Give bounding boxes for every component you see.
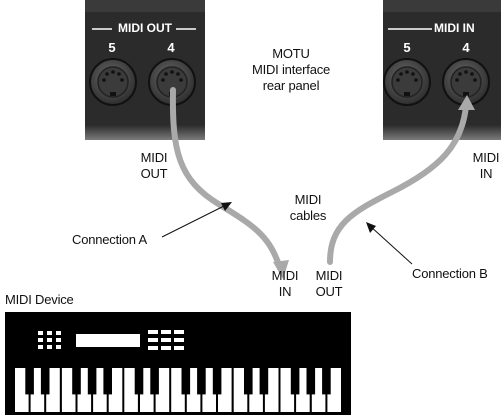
white-key: [327, 368, 341, 412]
midi-keyboard: [5, 312, 351, 415]
white-key: [155, 368, 170, 412]
white-key: [264, 368, 279, 412]
cable-b-arrowhead: [458, 95, 475, 110]
right-port-number-5: 5: [403, 40, 410, 55]
left-midi-port-5: [89, 58, 137, 106]
white-key: [186, 368, 201, 412]
device-midi-in-line1: MIDI: [271, 268, 299, 283]
device-midi-out-label: MIDI OUT: [311, 268, 347, 300]
black-key: [87, 368, 97, 395]
black-key: [212, 368, 222, 395]
black-key: [244, 368, 253, 395]
black-key: [259, 368, 269, 395]
left-port-label: MIDI OUT: [134, 150, 174, 182]
black-key: [72, 368, 81, 395]
right-midi-port-4: [442, 58, 490, 106]
left-port-label-line2: OUT: [140, 166, 168, 181]
device-midi-out-line2: OUT: [315, 284, 343, 299]
white-key: [61, 368, 76, 412]
black-key: [197, 368, 206, 395]
black-key: [306, 368, 316, 395]
black-key: [40, 368, 50, 395]
white-key: [249, 368, 263, 412]
white-key: [311, 368, 326, 412]
left-port-number-4: 4: [167, 40, 175, 55]
keyboard-button-grid-left: [38, 331, 61, 349]
connection-b-pointer-head: [366, 222, 376, 233]
interface-label-line2: MIDI interface: [251, 62, 331, 77]
black-key: [103, 368, 112, 395]
connection-b-label: Connection B: [412, 266, 488, 281]
connection-b-pointer: [369, 225, 413, 265]
white-key: [171, 368, 185, 412]
device-midi-in-label: MIDI IN: [268, 268, 302, 300]
connection-a-pointer: [161, 203, 229, 238]
interface-label: MOTU MIDI interface rear panel: [246, 46, 336, 94]
white-key: [77, 368, 92, 412]
white-key: [280, 368, 295, 412]
device-midi-in-line2: IN: [278, 284, 292, 299]
connection-a-pointer-head: [221, 202, 232, 211]
white-key: [296, 368, 310, 412]
right-port-label: MIDI IN: [466, 150, 501, 182]
left-port-number-5: 5: [108, 40, 115, 55]
cables-label-line2: cables: [289, 208, 327, 223]
interface-label-line1: MOTU: [272, 46, 310, 61]
cables-label: MIDI cables: [283, 192, 333, 224]
left-panel-header: MIDI OUT: [118, 21, 173, 35]
right-port-label-line2: IN: [479, 166, 493, 181]
white-key: [93, 368, 107, 412]
black-key: [322, 368, 331, 395]
white-key: [108, 368, 123, 412]
white-key: [30, 368, 45, 412]
cables-label-line1: MIDI: [294, 192, 322, 207]
right-rear-panel: MIDI IN 5 4: [383, 0, 501, 165]
left-port-label-line1: MIDI: [140, 150, 168, 165]
right-midi-port-5: [383, 58, 431, 106]
white-key: [124, 368, 138, 412]
black-key: [134, 368, 144, 395]
white-key: [140, 368, 154, 412]
keyboard-display: [76, 334, 140, 347]
white-key: [46, 368, 60, 412]
white-key: [233, 368, 248, 412]
right-port-label-line1: MIDI: [472, 150, 500, 165]
white-key: [202, 368, 216, 412]
keyboard-keys: [15, 368, 341, 412]
connection-a-label: Connection A: [72, 232, 147, 247]
interface-label-line3: rear panel: [262, 78, 320, 93]
midi-device-label: MIDI Device: [5, 292, 74, 307]
cable-connection-a: [169, 87, 283, 271]
device-midi-out-line1: MIDI: [315, 268, 343, 283]
cable-connection-b: [327, 103, 469, 265]
cable-a-arrowhead: [273, 260, 289, 279]
keyboard-button-grid-right: [148, 330, 184, 350]
black-key: [181, 368, 191, 395]
black-key: [150, 368, 159, 395]
left-rear-panel: MIDI OUT 5 4: [85, 0, 205, 165]
right-port-number-4: 4: [462, 40, 470, 55]
right-panel-header: MIDI IN: [434, 21, 475, 35]
white-key: [15, 368, 29, 412]
black-key: [290, 368, 300, 395]
black-key: [25, 368, 34, 395]
